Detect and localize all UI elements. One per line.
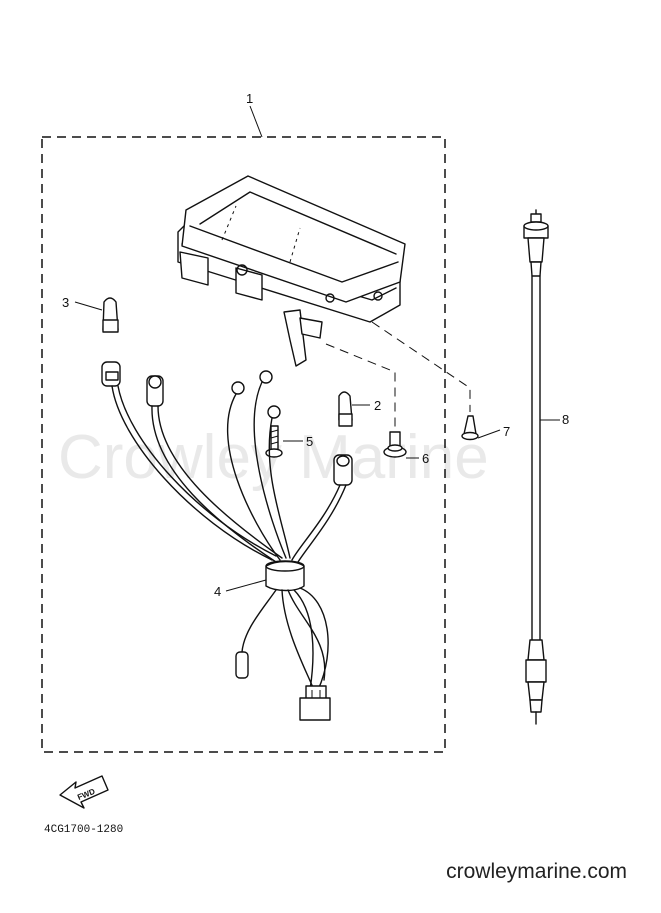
wire-harness-4[interactable]: 4 (101, 361, 353, 721)
diagram-code: 4CG1700-1280 (44, 824, 123, 836)
svg-text:1: 1 (246, 91, 253, 106)
svg-text:5: 5 (306, 434, 313, 449)
callout-1[interactable]: 1 (246, 91, 263, 138)
bulb-2[interactable]: 2 (338, 391, 381, 427)
bulb-3[interactable]: 3 (62, 295, 119, 333)
nut-7[interactable]: 7 (461, 415, 510, 441)
site-url[interactable]: crowleymarine.com (446, 860, 627, 883)
svg-text:4: 4 (214, 584, 221, 599)
svg-text:8: 8 (562, 412, 569, 427)
assembly-boundary (41, 136, 446, 753)
fwd-arrow-icon: FWD (59, 775, 109, 809)
meter-unit[interactable] (177, 175, 471, 428)
speedometer-cable-8[interactable]: 8 (523, 209, 569, 725)
svg-text:7: 7 (503, 424, 510, 439)
svg-text:3: 3 (62, 295, 69, 310)
svg-text:6: 6 (422, 451, 429, 466)
screw-6[interactable]: 6 (383, 431, 429, 466)
svg-text:2: 2 (374, 398, 381, 413)
